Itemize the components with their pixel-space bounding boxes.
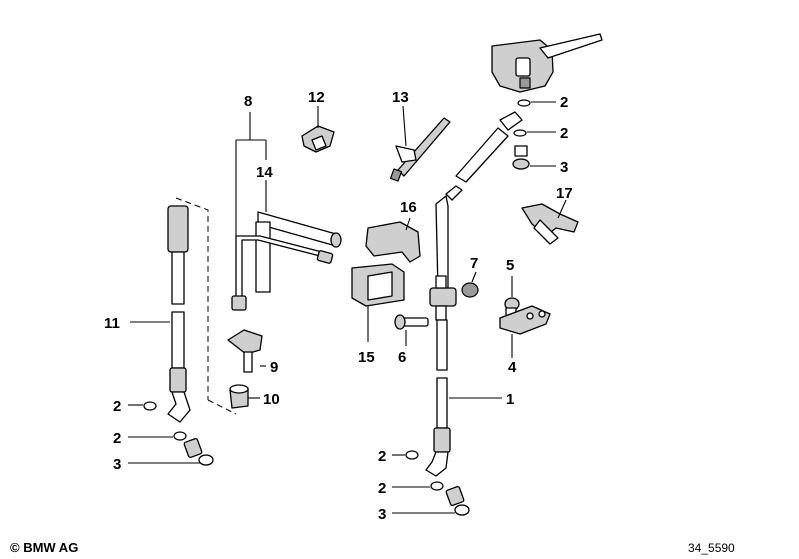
callout-2-top-2: 2: [560, 125, 568, 142]
grommet-part-10: [229, 384, 249, 409]
seal-ring-left-2: [173, 431, 187, 441]
callout-5: 5: [506, 257, 514, 274]
callout-10: 10: [263, 391, 280, 408]
bolt-part-6: [394, 314, 429, 330]
callout-9: 9: [270, 359, 278, 376]
callout-14: 14: [256, 164, 273, 181]
seal-ring-center-2: [430, 481, 444, 491]
callout-8: 8: [244, 93, 252, 110]
banjo-bolt-top: [512, 145, 530, 170]
brake-hose-part-11: [167, 205, 191, 423]
assembly-guide-lines: [175, 197, 237, 415]
master-cylinder-part: [491, 33, 603, 93]
brake-hose-part-1: [425, 319, 451, 477]
clip-part-12: [301, 125, 335, 153]
callout-3-center: 3: [378, 506, 386, 523]
callout-2-center-2: 2: [378, 480, 386, 497]
callout-1: 1: [506, 391, 514, 408]
cable-tie-part-13: [389, 117, 451, 182]
banjo-bolt-center: [445, 486, 470, 516]
nut-part-7: [461, 282, 479, 298]
callout-12: 12: [308, 89, 325, 106]
banjo-bolt-left: [183, 438, 214, 466]
callout-3-top: 3: [560, 159, 568, 176]
callout-2-left-2: 2: [113, 430, 121, 447]
grommet-part-15: [351, 263, 405, 307]
callout-13: 13: [392, 89, 409, 106]
callout-2-top-1: 2: [560, 94, 568, 111]
seal-ring-top-2: [513, 129, 527, 137]
protective-sleeve-part-14: [255, 211, 342, 293]
callout-numbers: 1 2 2 3 4 5 6 7 8 9 10 11 12 13 14 15 16…: [104, 89, 573, 523]
callout-4: 4: [508, 359, 517, 376]
seal-ring-center-1: [405, 450, 419, 460]
callout-3-left: 3: [113, 456, 121, 473]
callout-7: 7: [470, 255, 478, 272]
seal-ring-top-1: [517, 99, 531, 107]
clamp-part-17: [521, 203, 579, 245]
callout-11: 11: [104, 315, 120, 332]
callout-6: 6: [398, 349, 406, 366]
brake-pipe-part-8: [231, 235, 334, 311]
diagram-id-label: 34_5590: [688, 541, 735, 555]
brake-distributor: [429, 275, 479, 321]
bracket-cover-part-16: [365, 221, 421, 263]
seal-ring-left-1: [143, 401, 157, 411]
holder-part-9: [227, 329, 263, 373]
callout-2-center-1: 2: [378, 448, 386, 465]
callout-2-left-1: 2: [113, 398, 121, 415]
upper-brake-line: [435, 111, 523, 291]
bracket-part-4: [499, 305, 551, 335]
callout-16: 16: [400, 199, 417, 216]
copyright-label: © BMW AG: [10, 540, 79, 555]
leader-lines: [128, 101, 567, 514]
callout-15: 15: [358, 349, 375, 366]
callout-17: 17: [556, 185, 573, 202]
